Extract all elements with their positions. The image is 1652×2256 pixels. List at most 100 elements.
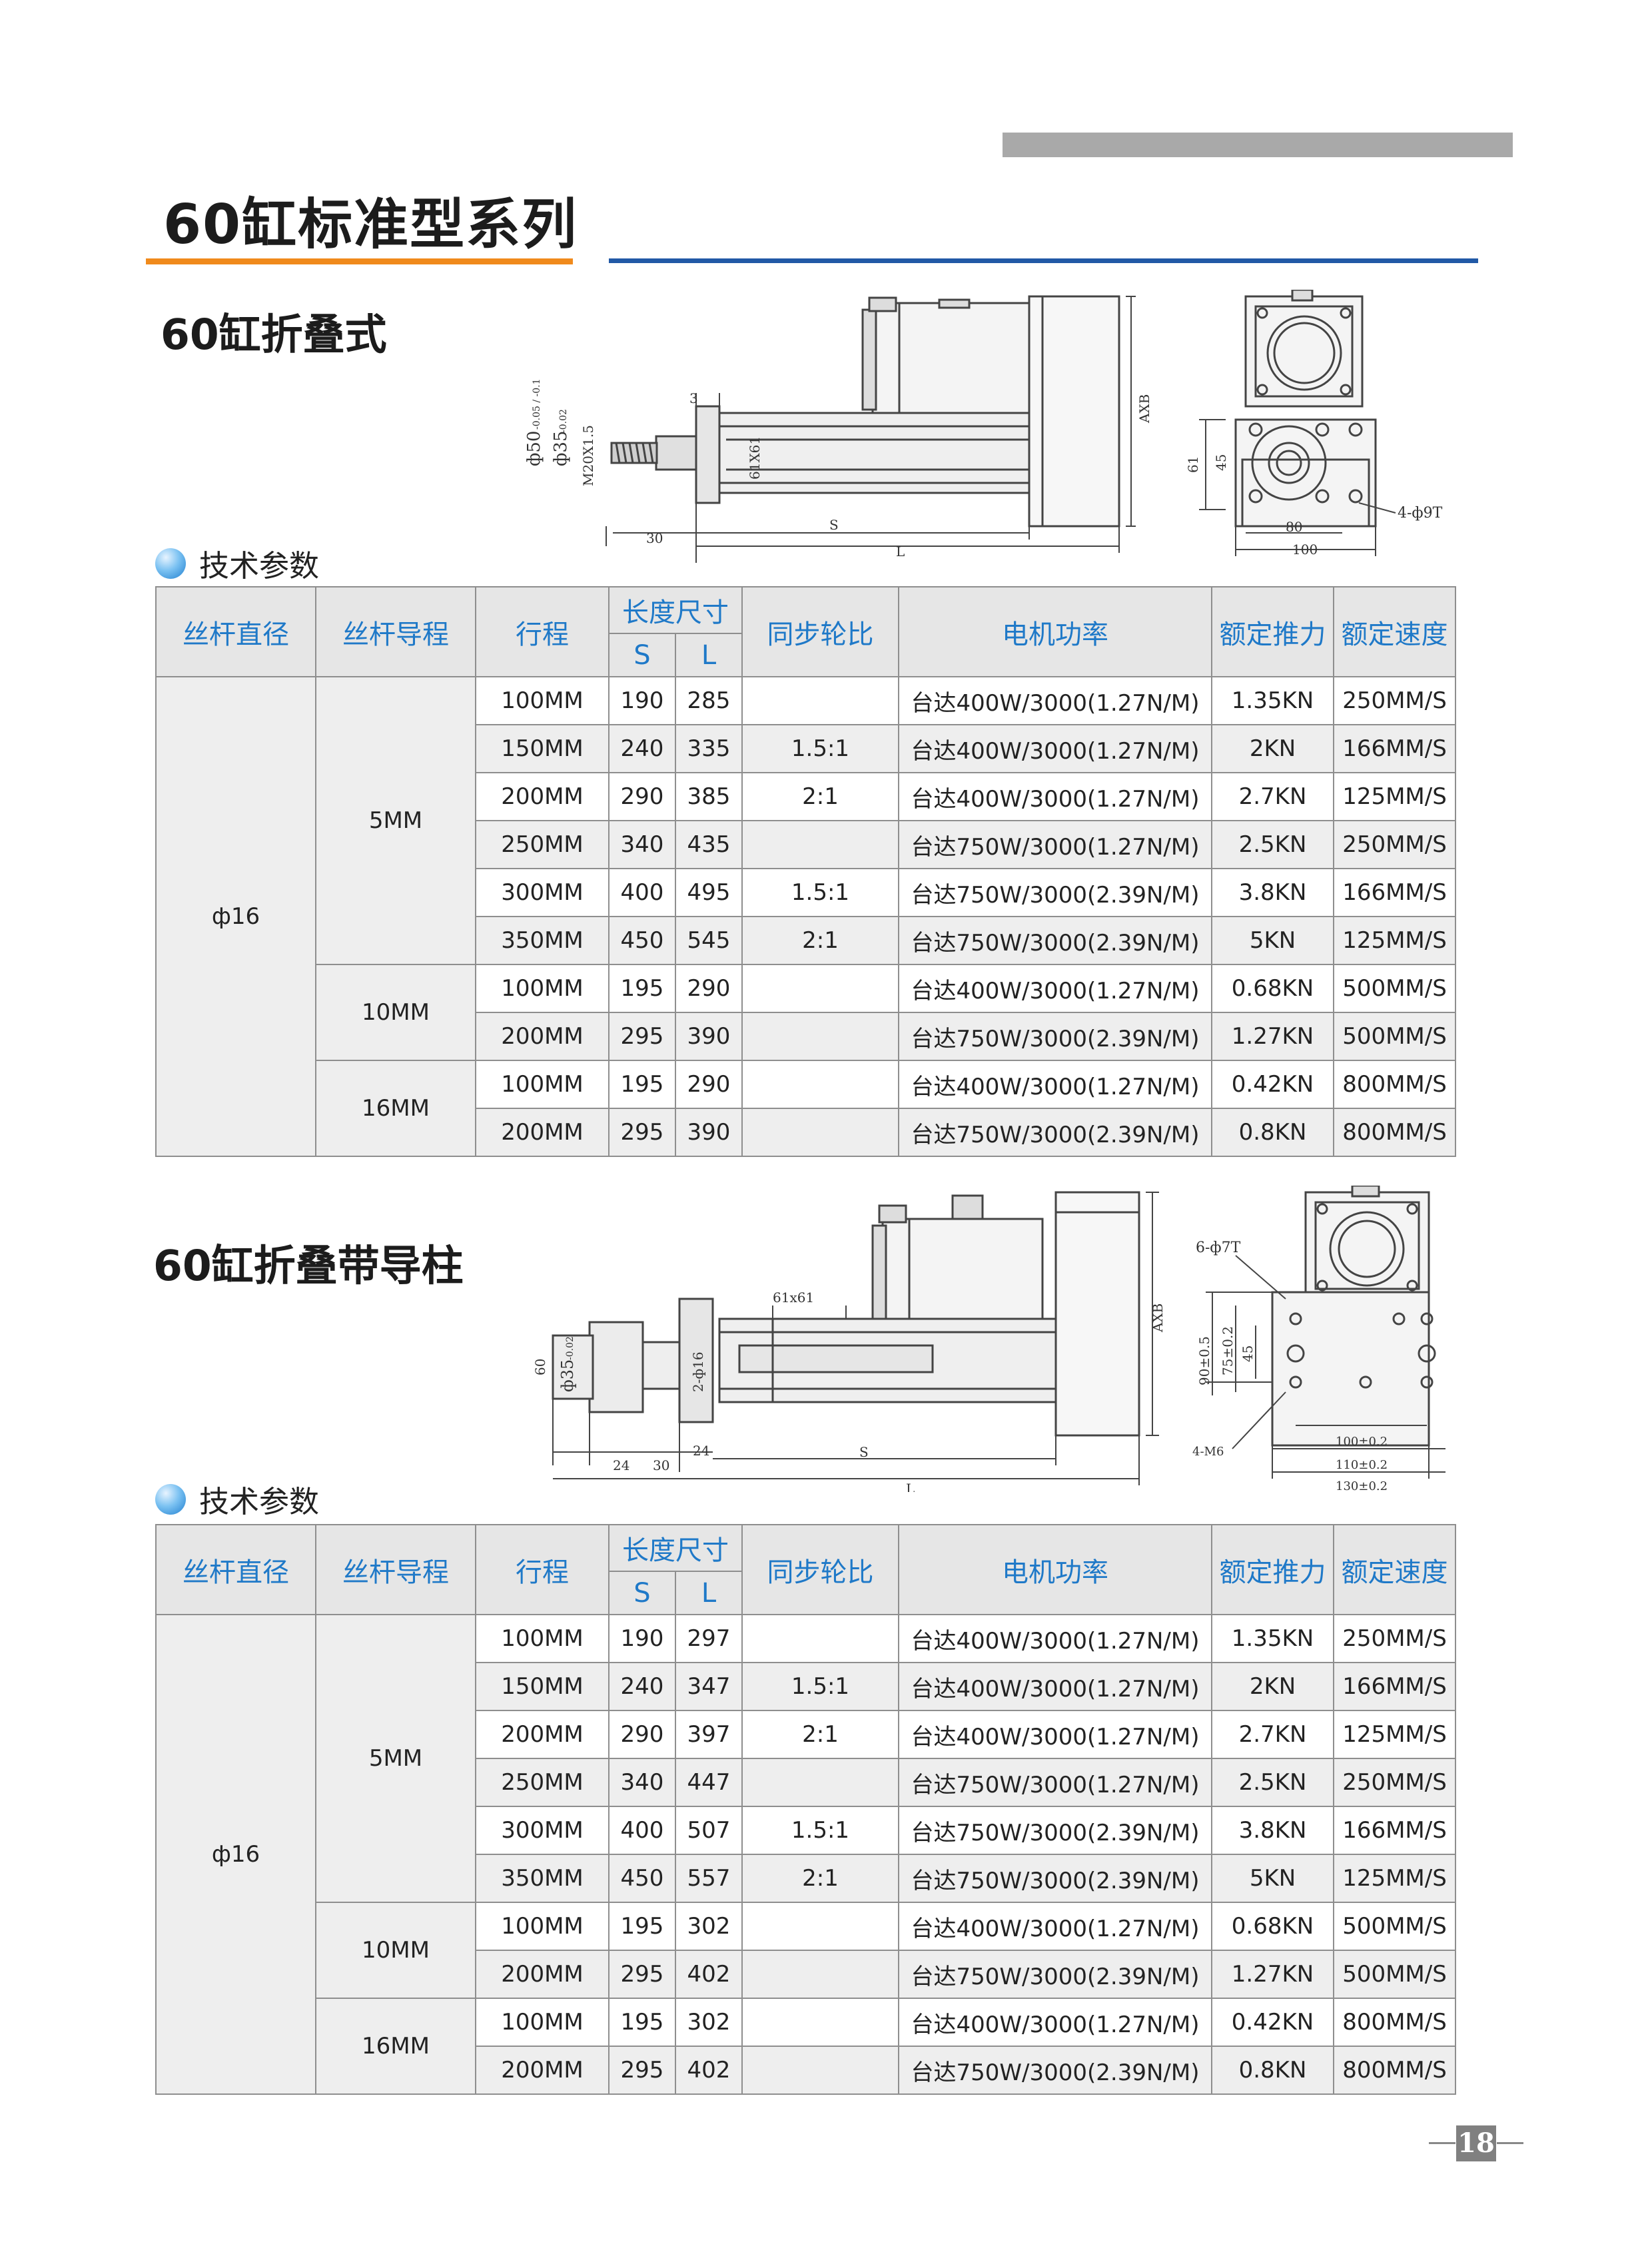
dim-bore-dia: ф35 (551, 431, 571, 466)
cell-ratio (741, 1012, 899, 1061)
cell-motor: 台达400W/3000(1.27N/M) (898, 1614, 1212, 1663)
cell-ratio (741, 1998, 899, 2047)
cell-motor: 台达750W/3000(2.39N/M) (898, 1806, 1212, 1855)
dim-thread: M20X1.5 (580, 425, 596, 486)
cell-thrust: 0.68KN (1211, 1902, 1334, 1951)
dim-guide: 2-ф16 (690, 1351, 706, 1392)
cell-stroke: 100MM (475, 1902, 610, 1951)
cell-speed: 250MM/S (1333, 820, 1456, 869)
header-lead: 丝杆导程 (315, 586, 476, 677)
cell-lead: 10MM (315, 964, 476, 1061)
cell-thrust: 2.7KN (1211, 1710, 1334, 1759)
dim-130: 130±0.2 (1336, 1479, 1388, 1493)
dim-80: 80 (1286, 519, 1302, 535)
cell-ratio: 1.5:1 (741, 1662, 899, 1711)
dim-61: 61 (1186, 456, 1201, 473)
cell-stroke: 100MM (475, 964, 610, 1013)
dim-l-2: L (906, 1481, 915, 1492)
cell-motor: 台达750W/3000(2.39N/M) (898, 2046, 1212, 2095)
cell-motor: 台达750W/3000(2.39N/M) (898, 1108, 1212, 1157)
cell-l: 557 (675, 1854, 743, 1903)
cell-thrust: 2.5KN (1211, 820, 1334, 869)
cell-thrust: 5KN (1211, 916, 1334, 965)
cell-motor: 台达400W/3000(1.27N/M) (898, 1060, 1212, 1109)
header-ratio: 同步轮比 (741, 586, 899, 677)
cell-s: 400 (608, 1806, 676, 1855)
page-number: 18 (1456, 2125, 1496, 2161)
cell-speed: 250MM/S (1333, 1614, 1456, 1663)
header-l: L (675, 1571, 743, 1615)
header-diameter: 丝杆直径 (155, 586, 316, 677)
cell-l: 545 (675, 916, 743, 965)
cell-l: 302 (675, 1902, 743, 1951)
cell-thrust: 2KN (1211, 1662, 1334, 1711)
dim-24b: 24 (693, 1443, 709, 1459)
params-label-folding: 技术参数 (155, 542, 319, 585)
cell-stroke: 200MM (475, 772, 610, 821)
cell-speed: 166MM/S (1333, 868, 1456, 917)
cell-motor: 台达750W/3000(2.39N/M) (898, 1012, 1212, 1061)
title-underline-blue (609, 258, 1478, 263)
cell-lead: 10MM (315, 1902, 476, 1999)
cell-speed: 166MM/S (1333, 724, 1456, 773)
cell-stroke: 300MM (475, 1806, 610, 1855)
header-stroke: 行程 (475, 586, 610, 677)
dim-rod-dia: ф50 (526, 431, 544, 466)
cell-lead: 16MM (315, 1060, 476, 1157)
cell-stroke: 300MM (475, 868, 610, 917)
cell-stroke: 350MM (475, 916, 610, 965)
dim-24a: 24 (613, 1457, 629, 1473)
cell-thrust: 1.27KN (1211, 1950, 1334, 1999)
cell-l: 402 (675, 2046, 743, 2095)
title-underline-orange (146, 258, 573, 264)
cell-s: 295 (608, 1012, 676, 1061)
cell-s: 240 (608, 724, 676, 773)
cell-thrust: 1.27KN (1211, 1012, 1334, 1061)
cell-motor: 台达750W/3000(2.39N/M) (898, 868, 1212, 917)
cell-s: 295 (608, 1950, 676, 1999)
cell-thrust: 0.42KN (1211, 1060, 1334, 1109)
dim-90: 90±0.5 (1196, 1336, 1212, 1385)
cell-ratio: 1.5:1 (741, 724, 899, 773)
header-stroke: 行程 (475, 1524, 610, 1615)
cell-s: 190 (608, 1614, 676, 1663)
cell-motor: 台达400W/3000(1.27N/M) (898, 724, 1212, 773)
cell-l: 495 (675, 868, 743, 917)
cell-thrust: 2.7KN (1211, 772, 1334, 821)
header-l: L (675, 633, 743, 677)
cell-thrust: 3.8KN (1211, 868, 1334, 917)
cell-s: 295 (608, 2046, 676, 2095)
cell-ratio (741, 1060, 899, 1109)
header-ratio: 同步轮比 (741, 1524, 899, 1615)
cell-stroke: 200MM (475, 1710, 610, 1759)
cell-l: 290 (675, 1060, 743, 1109)
dim-100: 100 (1292, 542, 1318, 558)
cell-stroke: 150MM (475, 724, 610, 773)
cell-speed: 800MM/S (1333, 1998, 1456, 2047)
cell-l: 390 (675, 1012, 743, 1061)
bullet-icon (155, 548, 186, 579)
header-thrust: 额定推力 (1211, 586, 1334, 677)
cell-ratio (741, 2046, 899, 2095)
cell-s: 400 (608, 868, 676, 917)
header-speed: 额定速度 (1333, 586, 1456, 677)
cell-diameter: ф16 (155, 676, 316, 1157)
cell-l: 447 (675, 1758, 743, 1807)
cell-ratio: 2:1 (741, 1710, 899, 1759)
cell-motor: 台达400W/3000(1.27N/M) (898, 676, 1212, 725)
header-motor: 电机功率 (898, 586, 1212, 677)
cell-l: 397 (675, 1710, 743, 1759)
cell-s: 195 (608, 1998, 676, 2047)
cell-s: 290 (608, 1710, 676, 1759)
cell-ratio: 2:1 (741, 1854, 899, 1903)
cell-ratio (741, 1950, 899, 1999)
cell-s: 450 (608, 1854, 676, 1903)
cell-ratio (741, 964, 899, 1013)
